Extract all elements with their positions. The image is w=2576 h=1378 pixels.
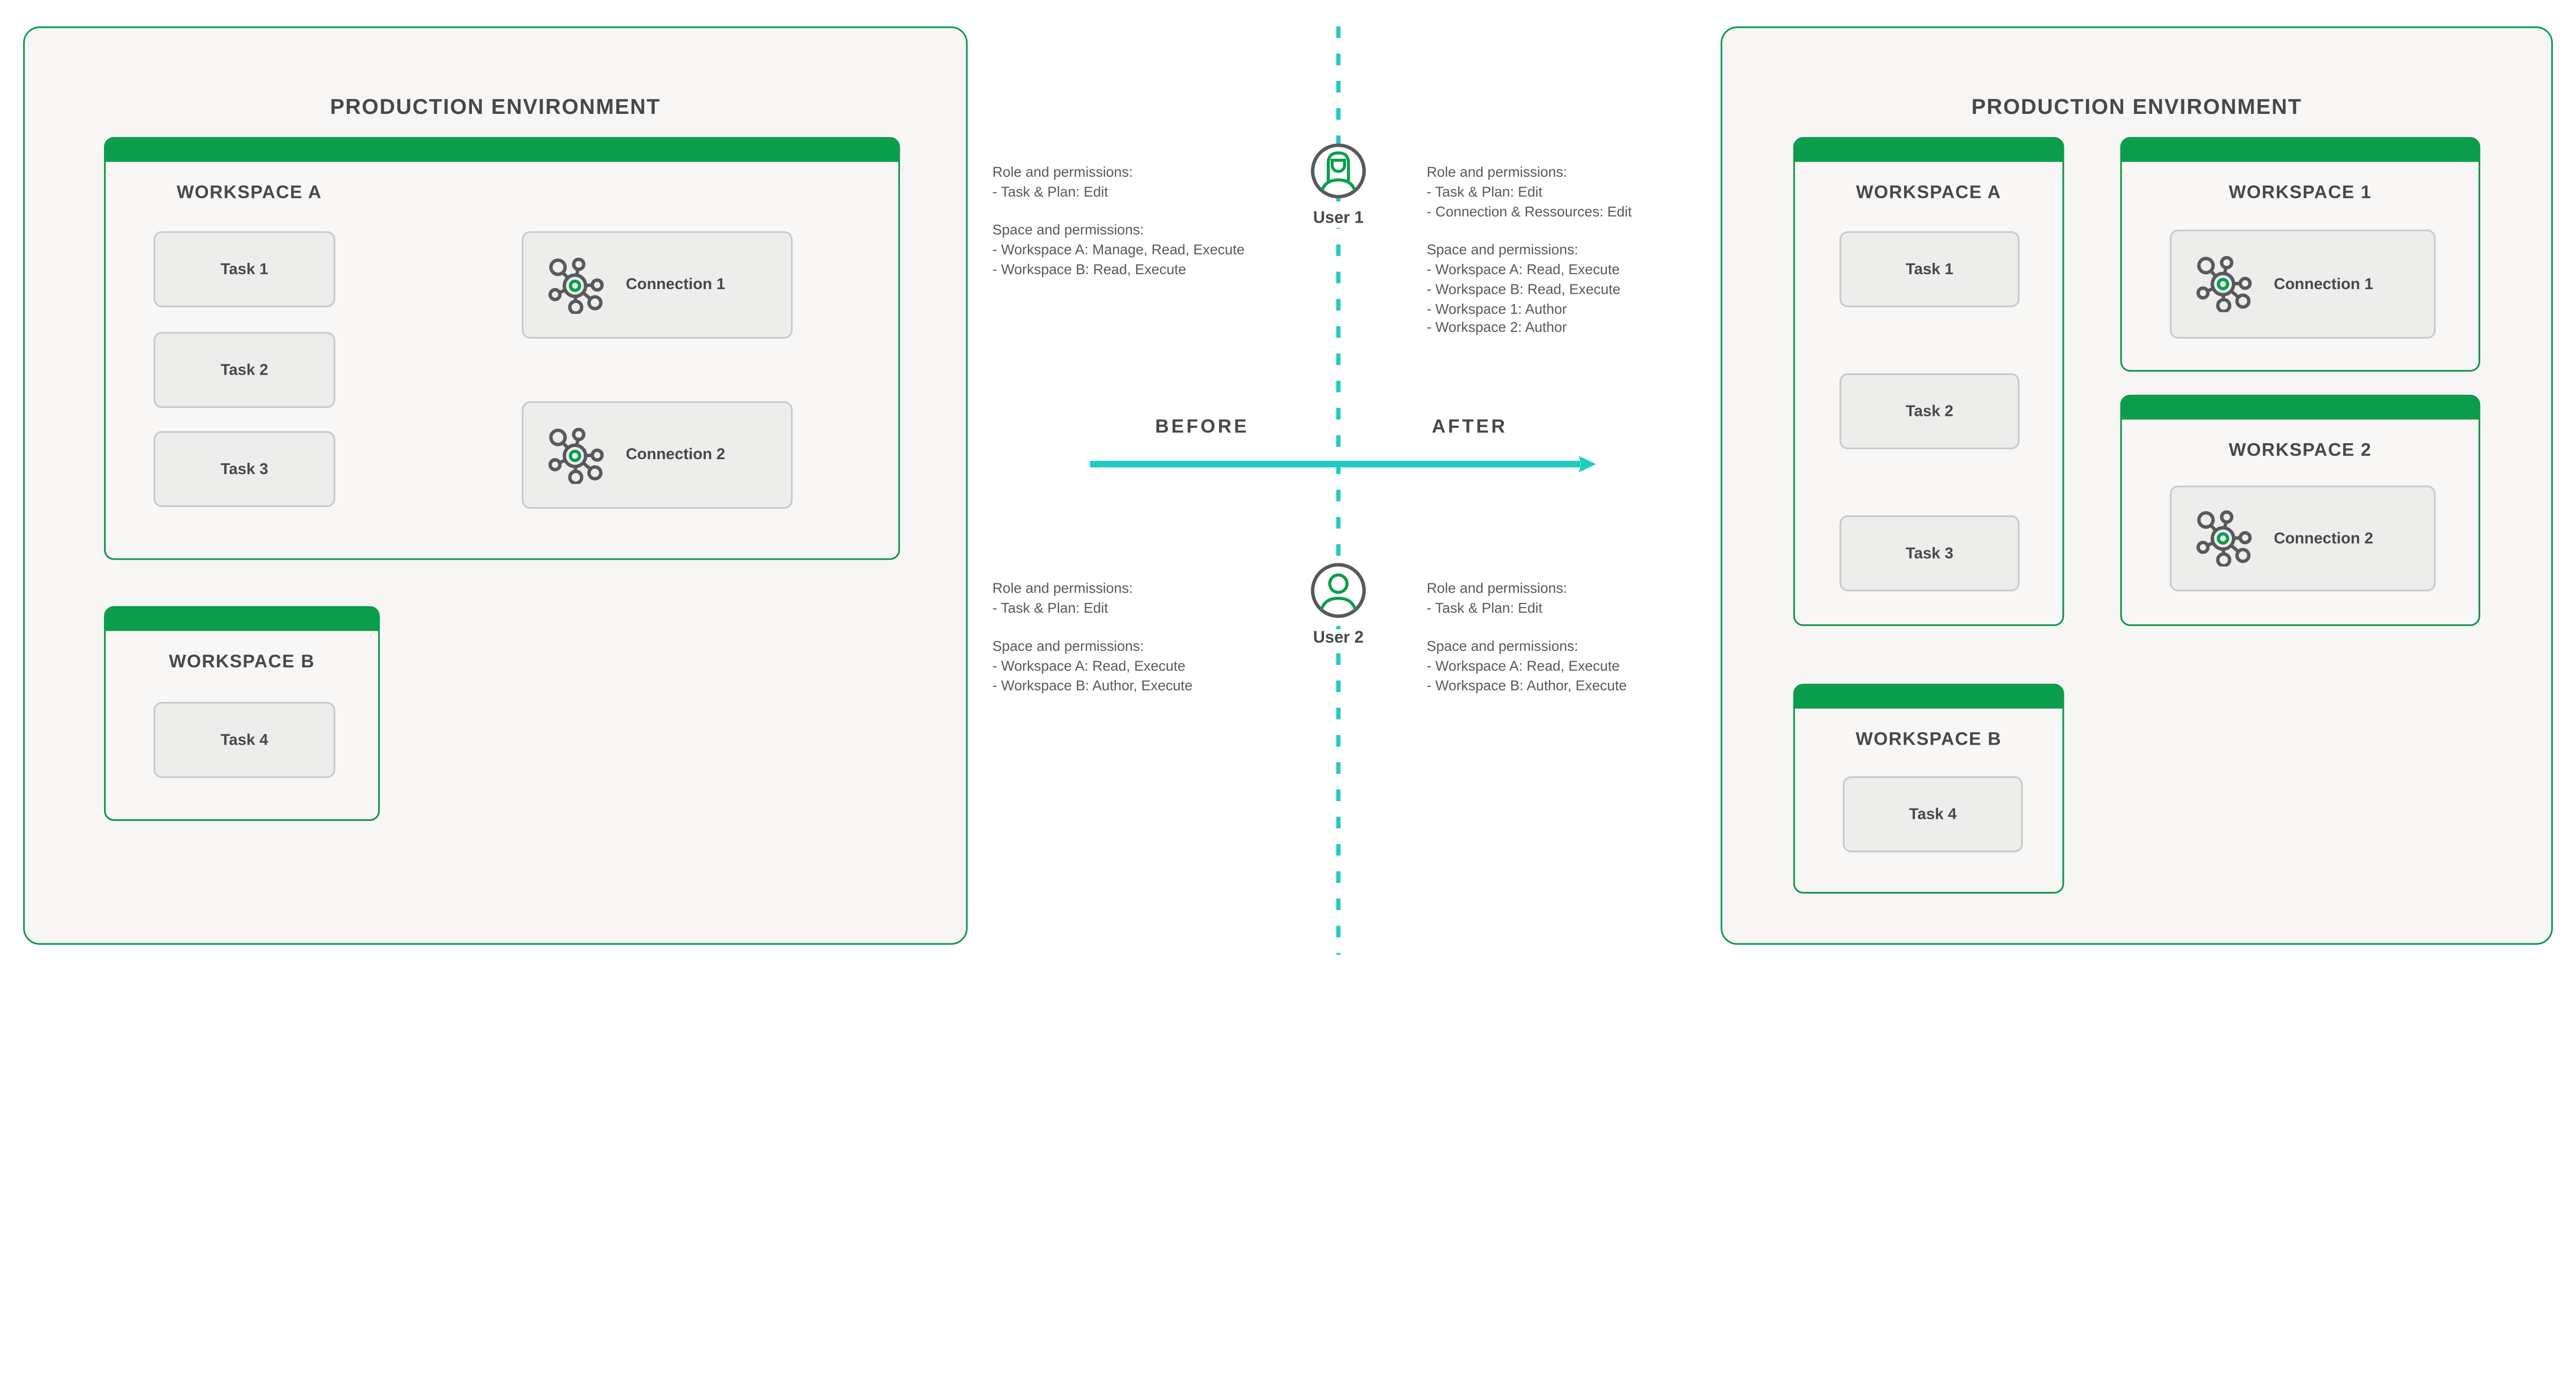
network-hub-icon (2196, 256, 2252, 312)
user1-permissions-after: Role and permissions: - Task & Plan: Edi… (1427, 163, 1632, 339)
text-line: Role and permissions: (992, 580, 1133, 597)
text-line (992, 619, 1192, 638)
task-box: Task 1 (154, 231, 335, 308)
text-line: - Workspace A: Read, Execute (1427, 261, 1620, 278)
task-box: Task 2 (1839, 373, 2020, 449)
workspace-header-bar (105, 138, 900, 161)
text-line: Space and permissions: (992, 222, 1144, 239)
connection-box: Connection 1 (521, 231, 793, 339)
user1-avatar-icon (1311, 143, 1366, 199)
text-line: - Task & Plan: Edit (992, 183, 1108, 200)
workspace-1-label: WORKSPACE 1 (2228, 183, 2372, 204)
text-line: Role and permissions: (1427, 580, 1567, 597)
text-line: - Task & Plan: Edit (1427, 183, 1543, 200)
panel-title: PRODUCTION ENVIRONMENT (1971, 94, 2302, 119)
text-line: - Workspace 1: Author (1427, 299, 1567, 317)
workspace-header-bar (105, 607, 379, 630)
user2-avatar-icon (1311, 563, 1366, 618)
workspace-header-bar (1794, 138, 2063, 161)
user2-permissions-after: Role and permissions: - Task & Plan: Edi… (1427, 580, 1626, 697)
text-line: - Workspace A: Read, Execute (992, 658, 1185, 675)
user2-name: User 2 (1239, 628, 1437, 647)
production-environment-panel-before: PRODUCTION ENVIRONMENT WORKSPACE A Task … (23, 26, 968, 945)
text-line (1427, 222, 1632, 242)
task-box: Task 4 (154, 702, 335, 778)
user1-permissions-before: Role and permissions: - Task & Plan: Edi… (992, 163, 1244, 280)
production-environment-panel-after: PRODUCTION ENVIRONMENT WORKSPACE A Task … (1720, 26, 2553, 945)
workspace-header-bar (1794, 684, 2063, 708)
workspace-a-window-before: WORKSPACE A Task 1 Task 2 Task 3 (104, 137, 900, 560)
workspace-a-label: WORKSPACE A (176, 183, 322, 204)
connection-label: Connection 2 (2274, 529, 2374, 548)
task-box: Task 1 (1839, 231, 2020, 308)
task-box: Task 3 (1839, 515, 2020, 592)
text-line: - Workspace B: Read, Execute (992, 261, 1187, 278)
connection-label: Connection 1 (625, 276, 725, 294)
text-line: - Workspace 2: Author (1427, 319, 1567, 336)
text-line (992, 203, 1244, 222)
workspace-1-window: WORKSPACE 1 (2120, 137, 2481, 372)
connection-box: Connection 2 (2170, 485, 2436, 592)
user2-permissions-before: Role and permissions: - Task & Plan: Edi… (992, 580, 1192, 697)
connection-box: Connection 1 (2170, 229, 2436, 339)
text-line: - Workspace B: Read, Execute (1427, 280, 1621, 297)
text-line: Role and permissions: (1427, 163, 1567, 180)
workspace-a-label: WORKSPACE A (1856, 183, 2002, 204)
workspace-2-label: WORKSPACE 2 (2228, 441, 2372, 461)
workspace-b-label: WORKSPACE B (168, 652, 315, 673)
workspace-header-bar (2121, 138, 2480, 161)
text-line: Space and permissions: (1427, 638, 1579, 655)
text-line: - Workspace A: Manage, Read, Execute (992, 241, 1245, 258)
before-after-permissions-diagram: PRODUCTION ENVIRONMENT WORKSPACE A Task … (23, 26, 2553, 955)
task-box: Task 3 (154, 431, 335, 507)
after-label: AFTER (1432, 417, 1508, 437)
workspace-header-bar (2121, 395, 2480, 419)
text-line: - Task & Plan: Edit (1427, 599, 1543, 616)
text-line: Role and permissions: (992, 163, 1133, 180)
text-line: - Workspace A: Read, Execute (1427, 658, 1620, 675)
connection-label: Connection 1 (2274, 275, 2374, 293)
text-line: Space and permissions: (1427, 241, 1579, 258)
before-label: BEFORE (1155, 417, 1249, 437)
workspace-b-label: WORKSPACE B (1855, 730, 2002, 750)
text-line: - Workspace B: Author, Execute (1427, 677, 1627, 694)
connection-box: Connection 2 (521, 401, 793, 509)
network-hub-icon (548, 257, 604, 313)
network-hub-icon (548, 427, 604, 483)
task-box: Task 4 (1842, 776, 2023, 852)
text-line (1427, 619, 1626, 638)
text-line: Space and permissions: (992, 638, 1144, 655)
panel-title: PRODUCTION ENVIRONMENT (330, 94, 661, 119)
workspace-b-window-after: WORKSPACE B Task 4 (1793, 683, 2064, 894)
network-hub-icon (2196, 510, 2252, 567)
workspace-a-window-after: WORKSPACE A Task 1 Task 2 Task 3 (1793, 137, 2064, 626)
workspace-b-window-before: WORKSPACE B Task 4 (104, 606, 380, 821)
text-line: - Workspace B: Author, Execute (992, 677, 1193, 694)
connection-label: Connection 2 (625, 446, 725, 464)
text-line: - Task & Plan: Edit (992, 599, 1108, 616)
workspace-2-window: WORKSPACE 2 (2120, 395, 2481, 626)
task-box: Task 2 (154, 332, 335, 408)
text-line: - Connection & Ressources: Edit (1427, 202, 1632, 219)
user1-name: User 1 (1239, 209, 1437, 227)
